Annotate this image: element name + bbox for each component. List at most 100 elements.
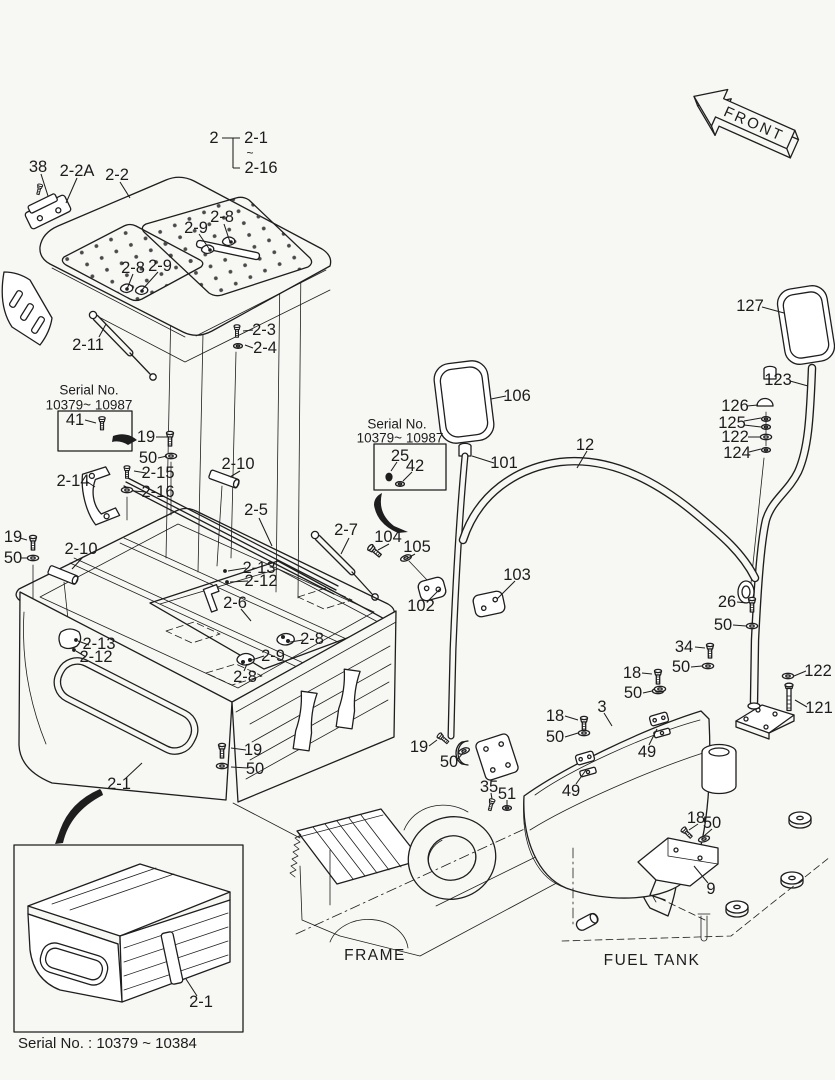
- part-callout-26: 26: [718, 593, 736, 611]
- frame-sketch: [289, 792, 682, 957]
- part-callout-50: 50: [246, 760, 264, 778]
- nut-icon: [394, 481, 406, 487]
- inset-caption: Serial No. : 10379 ~ 10384: [18, 1035, 197, 1052]
- part-callout-42: 42: [406, 457, 424, 475]
- bolt-icon: [98, 416, 106, 431]
- clamp-103: [472, 590, 506, 618]
- part-callout-105: 105: [403, 538, 431, 556]
- part-callout-18: 18: [546, 707, 564, 725]
- nut-icon: [760, 424, 772, 430]
- serial-note-mid-line2: 10379~ 10987: [357, 431, 444, 446]
- inset-detail: [13, 844, 244, 1033]
- part-callout-124: 124: [723, 444, 751, 462]
- part-callout-2-12: 2-12: [244, 572, 277, 590]
- mirror-mount-hardware: [756, 397, 774, 453]
- strip-2-10-left: [47, 565, 79, 585]
- part-callout-18: 18: [623, 664, 641, 682]
- part-callout-25: 25: [391, 447, 409, 465]
- part-callout-19: 19: [4, 528, 22, 546]
- filter-canister: [701, 743, 737, 795]
- part-callout-2-13: 2-13: [82, 635, 115, 653]
- part-callout-50: 50: [703, 814, 721, 832]
- part-callout-2-8: 2-8: [233, 668, 257, 686]
- part-callout-50: 50: [139, 449, 157, 467]
- reference-arrow-icon: [55, 789, 103, 844]
- serial-note-mid-line1: Serial No.: [367, 417, 426, 432]
- washer-icon: [701, 662, 715, 670]
- grommet-25: [385, 472, 393, 482]
- part-callout-2-9: 2-9: [184, 219, 208, 237]
- part-callout-51: 51: [498, 785, 516, 803]
- part-callout-49: 49: [562, 782, 580, 800]
- bracket-9: [637, 837, 719, 901]
- washer-icon: [457, 745, 471, 757]
- reference-arrow-icon: [112, 434, 137, 445]
- part-callout-18: 18: [687, 809, 705, 827]
- rollbar-12: [458, 456, 760, 583]
- reference-arrow-icon: [374, 493, 408, 533]
- part-callout-19: 19: [244, 741, 262, 759]
- roof-panel-assembly: [1, 176, 332, 381]
- cap-126: [756, 397, 774, 407]
- bracket-2-2A: [24, 193, 72, 230]
- fuel-tank-sketch: [435, 685, 831, 942]
- part-callout-2-6: 2-6: [223, 594, 247, 612]
- part-callout-41: 41: [66, 411, 84, 429]
- gas-strut-2-7: [310, 530, 379, 601]
- serial-note-top-line1: Serial No.: [59, 383, 118, 398]
- bolt-icon: [123, 465, 131, 479]
- washer-icon: [215, 762, 229, 770]
- part-callout-2-14: 2-14: [56, 472, 89, 490]
- part-callout-50: 50: [546, 728, 564, 746]
- part-callout-50: 50: [440, 753, 458, 771]
- part-callout-2-8: 2-8: [300, 630, 324, 648]
- bolt-icon: [486, 797, 496, 812]
- part-callout-12: 12: [576, 436, 594, 454]
- nut-icon: [232, 343, 244, 349]
- part-callout-35: 35: [480, 778, 498, 796]
- part-callout-106: 106: [503, 387, 531, 405]
- part-callout-122: 122: [804, 662, 832, 680]
- part-callout-38: 38: [29, 158, 47, 176]
- bolt-icon: [579, 715, 589, 732]
- part-callout-50: 50: [4, 549, 22, 567]
- group-ref-tilde: ~: [246, 146, 253, 160]
- group-ref-number: 2: [209, 129, 218, 147]
- bolt-icon: [34, 183, 44, 196]
- group-ref-first: 2-1: [244, 129, 268, 147]
- canopy-body: [15, 430, 397, 803]
- part-callout-2-8: 2-8: [121, 259, 145, 277]
- front-direction-arrow: FRONT: [693, 88, 800, 159]
- part-callout-2-9: 2-9: [148, 257, 172, 275]
- part-callout-2-12: 2-12: [79, 648, 112, 666]
- washer-icon: [745, 622, 759, 630]
- bolt-121: [784, 682, 794, 712]
- bolt-icon: [165, 430, 175, 447]
- section-label-frame: FRAME: [344, 947, 406, 964]
- rubber-mount-icon: [780, 871, 804, 889]
- mirror-arm-101: [447, 452, 519, 781]
- serial-note-mid: [373, 443, 447, 533]
- part-callout-126: 126: [721, 397, 749, 415]
- washer-icon: [577, 729, 591, 737]
- part-callout-103: 103: [503, 566, 531, 584]
- part-callout-122: 122: [721, 428, 749, 446]
- bolt-icon: [705, 642, 715, 659]
- strip-2-10-right: [208, 469, 240, 489]
- mirror-127: [763, 285, 835, 380]
- rubber-mount-icon: [725, 900, 749, 918]
- part-callout-104: 104: [374, 528, 402, 546]
- part-callout-2-13: 2-13: [242, 559, 275, 577]
- part-callout-2-7: 2-7: [334, 521, 358, 539]
- part-callout-123: 123: [764, 371, 792, 389]
- bracket-2-14: [81, 466, 121, 526]
- nut-icon: [760, 416, 772, 422]
- part-callout-125: 125: [718, 414, 746, 432]
- part-callout-2-4: 2-4: [253, 339, 277, 357]
- nut-icon: [501, 805, 513, 811]
- section-label-fuel-tank: FUEL TANK: [604, 952, 701, 969]
- part-callout-121: 121: [805, 699, 833, 717]
- group-ref-last: 2-16: [244, 159, 277, 177]
